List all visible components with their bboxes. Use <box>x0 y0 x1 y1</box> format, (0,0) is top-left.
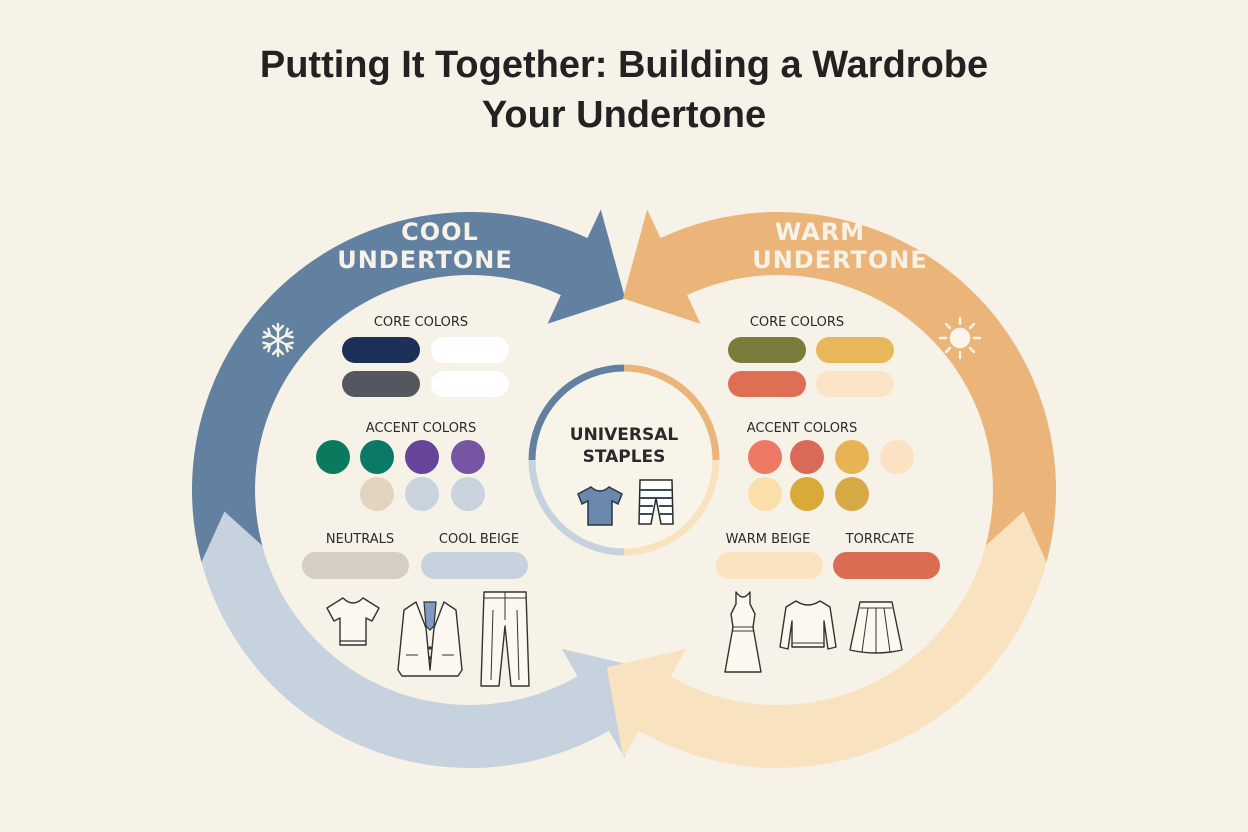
accent-color-swatch <box>405 477 439 511</box>
accent-color-swatch <box>451 477 485 511</box>
t-shirt-icon <box>326 597 380 646</box>
accent-color-swatch <box>790 477 824 511</box>
arcs-layer <box>191 209 1056 768</box>
snowflake-icon <box>260 322 296 358</box>
accent-color-swatch <box>835 440 869 474</box>
accent-color-swatch <box>748 440 782 474</box>
sun-icon <box>938 316 982 360</box>
neutral-color-swatch <box>833 552 940 579</box>
terracotta-label: TORRCATE <box>845 532 915 547</box>
cool-accent-label: ACCENT COLORS <box>366 421 476 436</box>
cool-neutrals-label: NEUTRALS <box>326 532 394 547</box>
warm-heading-line-2: UNDERTONE <box>752 246 928 274</box>
accent-color-swatch <box>790 440 824 474</box>
cool-beige-label: COOL BEIGE <box>439 532 519 547</box>
cool-lower-arc-arrow <box>192 418 642 768</box>
accent-color-swatch <box>451 440 485 474</box>
skirt-icon <box>849 601 903 654</box>
striped-pants-icon <box>638 479 674 525</box>
center-line-1: UNIVERSAL <box>570 425 679 445</box>
core-color-swatch <box>431 371 509 397</box>
accent-color-swatch <box>316 440 350 474</box>
core-color-swatch <box>728 371 806 397</box>
core-color-swatch <box>816 337 894 363</box>
cool-heading-line-2: UNDERTONE <box>337 246 513 274</box>
neutral-color-swatch <box>421 552 528 579</box>
title-line-2: Your Undertone <box>481 94 767 136</box>
neutral-color-swatch <box>302 552 409 579</box>
title-line-1: Putting It Together: Building a Wardrobe <box>259 44 989 86</box>
core-color-swatch <box>342 337 420 363</box>
warm-heading-line-1: WARM <box>775 218 865 246</box>
accent-color-swatch <box>835 477 869 511</box>
accent-color-swatch <box>360 440 394 474</box>
warm-swatches <box>716 337 940 579</box>
center-ring-segment <box>528 459 625 556</box>
warm-core-label: CORE COLORS <box>750 315 844 330</box>
core-color-swatch <box>728 337 806 363</box>
warm-accent-label: ACCENT COLORS <box>747 421 857 436</box>
warm-beige-label: WARM BEIGE <box>726 532 811 547</box>
cool-swatches <box>302 337 528 579</box>
t-shirt-icon <box>577 486 623 526</box>
cool-upper-arc-arrow <box>191 209 626 562</box>
dress-icon <box>724 591 762 673</box>
cool-heading-line-1: COOL <box>401 218 479 246</box>
accent-color-swatch <box>880 440 914 474</box>
center-ring-segment <box>528 364 625 461</box>
core-color-swatch <box>431 337 509 363</box>
center-ring-segment <box>623 364 720 461</box>
page-title: Putting It Together: Building a Wardrobe… <box>0 40 1248 140</box>
core-color-swatch <box>816 371 894 397</box>
cool-core-label: CORE COLORS <box>374 315 468 330</box>
core-color-swatch <box>342 371 420 397</box>
sweater-icon <box>779 600 837 650</box>
center-ring-segment <box>623 459 720 556</box>
center-line-2: STAPLES <box>583 447 666 467</box>
neutral-color-swatch <box>716 552 823 579</box>
accent-color-swatch <box>360 477 394 511</box>
blazer-icon <box>397 601 463 677</box>
warm-upper-arc-arrow <box>622 209 1056 562</box>
warm-lower-arc-arrow <box>606 418 1056 768</box>
accent-color-swatch <box>405 440 439 474</box>
accent-color-swatch <box>748 477 782 511</box>
trousers-icon <box>480 591 530 687</box>
